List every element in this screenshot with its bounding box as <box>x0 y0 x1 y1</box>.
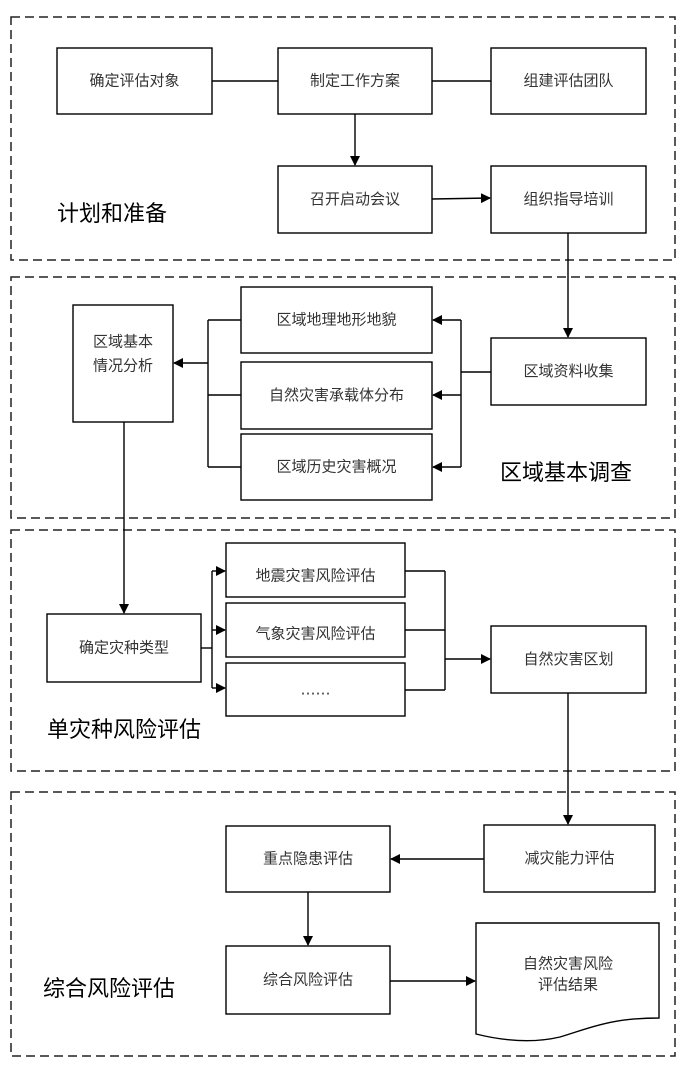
svg-text:情况分析: 情况分析 <box>93 357 153 375</box>
node-terrain: 区域地理地形地貌 <box>240 286 433 354</box>
svg-text:制定工作方案: 制定工作方案 <box>310 72 400 90</box>
svg-text:确定评估对象: 确定评估对象 <box>89 72 179 90</box>
node-earthquake: 地震灾害风险评估 <box>225 542 406 598</box>
svg-text:自然灾害承载体分布: 自然灾害承载体分布 <box>269 386 404 404</box>
svg-text:区域资料收集: 区域资料收集 <box>523 362 613 380</box>
section-single-frame <box>10 529 676 772</box>
section-plan-label: 计划和准备 <box>57 202 167 227</box>
svg-text:区域地理地形地貌: 区域地理地形地貌 <box>276 311 396 329</box>
svg-text:重点隐患评估: 重点隐患评估 <box>263 850 353 868</box>
arrow <box>431 193 491 204</box>
node-data-collection: 区域资料收集 <box>490 337 647 406</box>
node-meteorological: 气象灾害风险评估 <box>225 602 406 658</box>
svg-text:气象灾害风险评估: 气象灾害风险评估 <box>255 625 375 643</box>
node-zoning: 自然灾害区划 <box>490 625 647 694</box>
node-capacity: 减灾能力评估 <box>483 824 656 893</box>
svg-text:减灾能力评估: 减灾能力评估 <box>524 849 614 867</box>
node-result-document: 自然灾害风险 评估结果 <box>475 922 660 1042</box>
node-hazard-type: 确定灾种类型 <box>46 613 202 683</box>
svg-text:召开启动会议: 召开启动会议 <box>310 190 400 208</box>
node-exposure: 自然灾害承载体分布 <box>240 361 433 430</box>
node-build-team: 组建评估团队 <box>490 47 647 115</box>
node-determine-target: 确定评估对象 <box>56 47 213 115</box>
svg-text:区域历史灾害概况: 区域历史灾害概况 <box>276 458 396 476</box>
svg-text:确定灾种类型: 确定灾种类型 <box>79 639 169 657</box>
svg-text:自然灾害区划: 自然灾害区划 <box>523 650 613 668</box>
node-kickoff-meeting: 召开启动会议 <box>277 165 433 234</box>
section-single-label: 单灾种风险评估 <box>47 718 201 743</box>
svg-text:评估结果: 评估结果 <box>538 976 598 994</box>
svg-text:组建评估团队: 组建评估团队 <box>523 72 613 90</box>
node-training: 组织指导培训 <box>490 165 647 234</box>
section-plan-frame <box>10 16 676 261</box>
svg-text:……: …… <box>301 681 331 699</box>
svg-text:组织指导培训: 组织指导培训 <box>523 190 613 208</box>
svg-text:自然灾害风险: 自然灾害风险 <box>523 955 613 973</box>
svg-text:区域基本: 区域基本 <box>93 333 153 351</box>
node-work-plan: 制定工作方案 <box>277 47 433 115</box>
node-hidden-danger: 重点隐患评估 <box>225 825 391 893</box>
section-survey-label: 区域基本调查 <box>500 461 632 486</box>
node-more: …… <box>225 662 406 717</box>
svg-text:地震灾害风险评估: 地震灾害风险评估 <box>255 567 375 585</box>
svg-text:综合风险评估: 综合风险评估 <box>263 971 353 989</box>
section-survey-frame <box>10 276 676 519</box>
node-history: 区域历史灾害概况 <box>240 433 433 501</box>
node-overall-risk: 综合风险评估 <box>225 945 391 1015</box>
section-overall-label: 综合风险评估 <box>43 977 175 1002</box>
section-overall-frame <box>10 791 676 1057</box>
